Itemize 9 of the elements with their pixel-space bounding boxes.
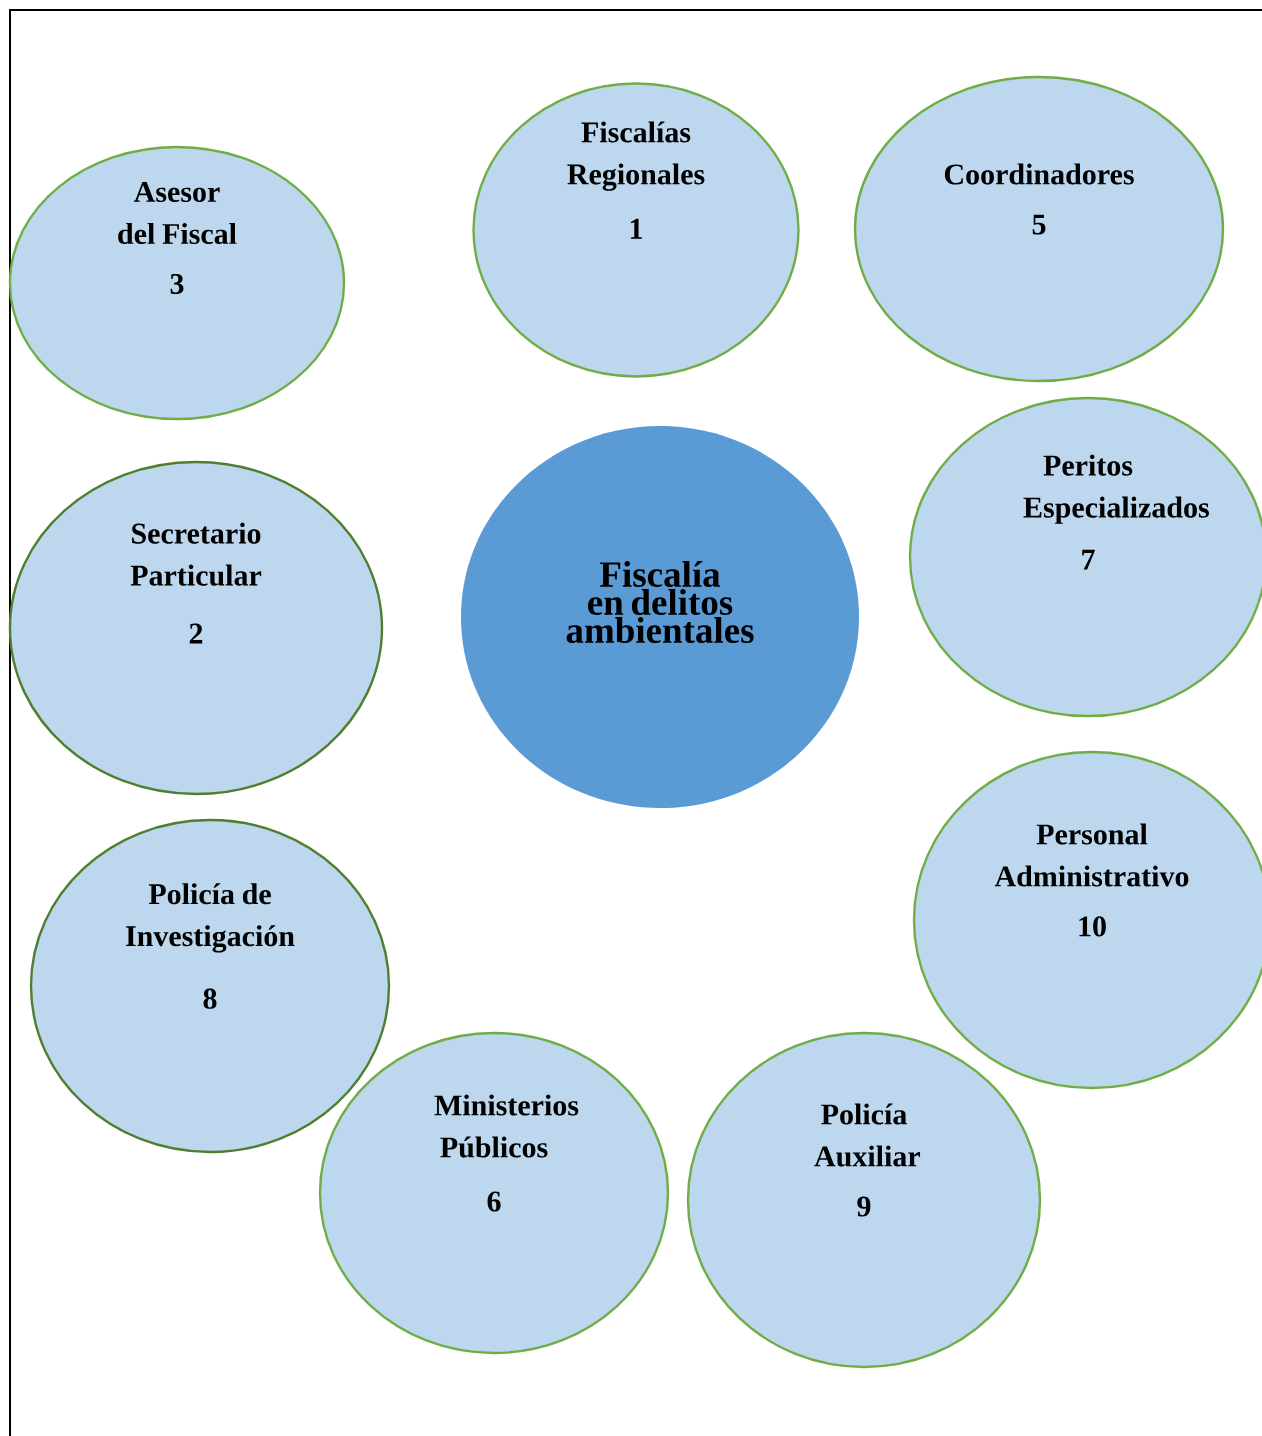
ellipse-node: Ministerios Públicos 6 [318,1031,670,1355]
ellipse-node: Personal Administrativo 10 [912,750,1262,1090]
ellipse-node: Peritos Especializados 7 [908,396,1262,718]
ellipse-node: Coordinadores 5 [853,75,1225,383]
ellipse-node: Policía Auxiliar 9 [686,1031,1042,1369]
ellipse-node: Asesor del Fiscal 3 [8,145,346,421]
ellipse-node: Secretario Particular 2 [8,460,384,796]
ellipse-node: Fiscalías Regionales 1 [472,82,800,378]
ellipse-node: Policía de Investigación 8 [29,818,391,1154]
